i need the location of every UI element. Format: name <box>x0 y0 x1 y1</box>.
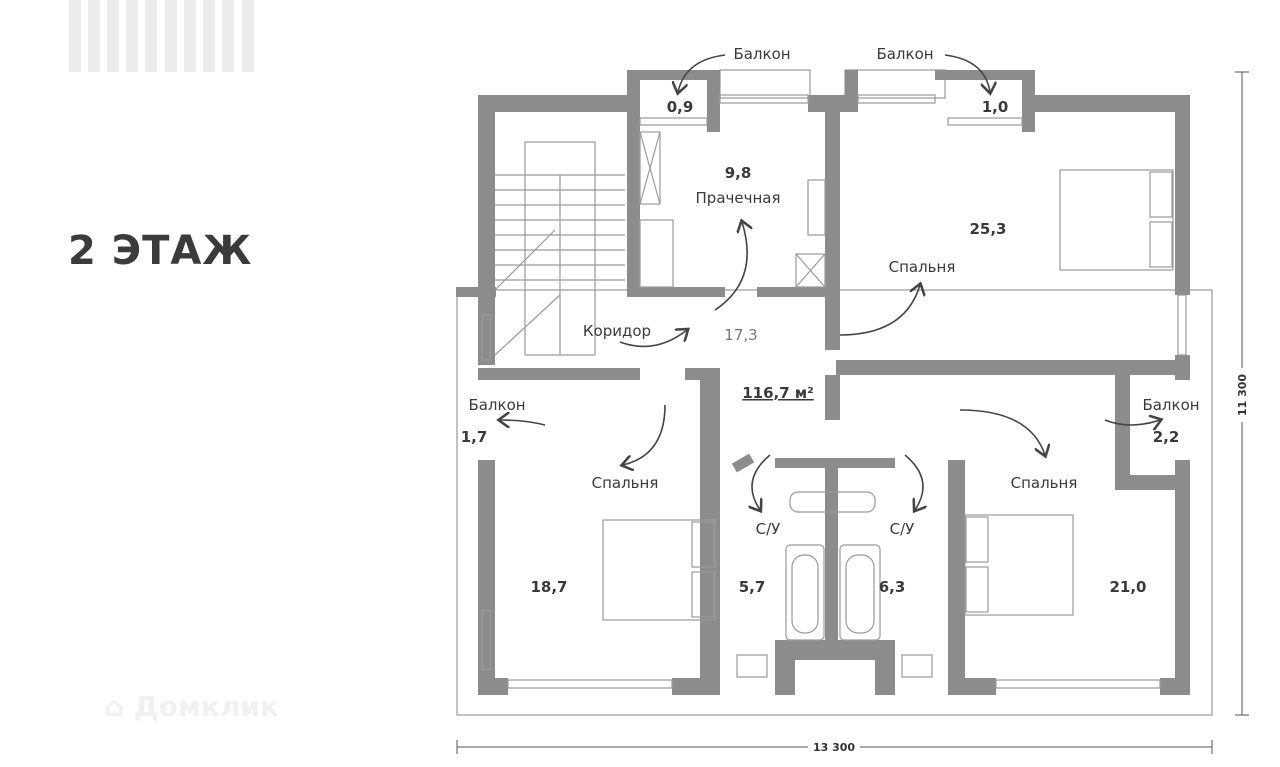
furniture <box>602 131 1174 678</box>
windows <box>481 94 1187 689</box>
room-name: Балкон <box>468 396 525 414</box>
room-area: 2,2 <box>1153 428 1180 446</box>
room-name: Коридор <box>583 322 651 340</box>
floor-title: 2 ЭТАЖ <box>68 228 253 274</box>
room-name: Балкон <box>876 45 933 63</box>
room-area: 0,9 <box>667 98 694 116</box>
room-name: Балкон <box>733 45 790 63</box>
room-name: Спальня <box>592 474 659 492</box>
room-labels: Балкон 0,9 Балкон 1,0 9,8 Прачечная 25,3… <box>461 45 1200 596</box>
room-area: 1,7 <box>461 428 488 446</box>
dimension-lines: 13 300 11 300 <box>456 71 1249 754</box>
domclick-watermark: ⌂ Домклик <box>104 690 279 723</box>
room-name: С/У <box>756 520 781 538</box>
room-area: 5,7 <box>739 578 766 596</box>
room-area: 21,0 <box>1109 578 1146 596</box>
width-dimension: 13 300 <box>813 741 855 754</box>
height-dimension: 11 300 <box>1236 374 1249 416</box>
room-area: 25,3 <box>969 220 1006 238</box>
room-area: 18,7 <box>530 578 567 596</box>
logo-stripes <box>69 0 254 72</box>
room-name: Спальня <box>889 258 956 276</box>
direction-arrows <box>500 54 1160 510</box>
total-area: 116,7 м² <box>742 384 814 402</box>
room-name: Прачечная <box>696 189 781 207</box>
room-name: С/У <box>890 520 915 538</box>
walls <box>456 70 1190 695</box>
room-area: 6,3 <box>879 578 906 596</box>
room-area: 17,3 <box>724 326 757 344</box>
room-area: 9,8 <box>725 164 752 182</box>
staircase <box>494 141 625 356</box>
room-area: 1,0 <box>982 98 1009 116</box>
room-name: Балкон <box>1142 396 1199 414</box>
room-name: Спальня <box>1011 474 1078 492</box>
